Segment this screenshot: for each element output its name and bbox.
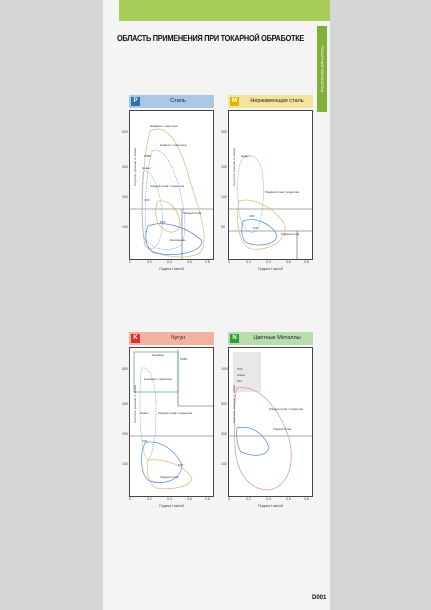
x-axis-label: Подача f мм/об (258, 504, 283, 508)
grade-label: Керамика с покрытием (150, 125, 178, 128)
panel-title: Нержавеющая сталь (250, 98, 304, 104)
y-axis-label: Скорость резания vc м/мин (232, 147, 236, 187)
x-ticks: 0 0.2 0.4 0.6 0.8 (228, 497, 309, 501)
grade-label: Твёрдый сплав с покрытием (265, 191, 300, 194)
application-chart: Кермет Твёрдый сплав с покрытием CVD PVD… (228, 110, 313, 260)
grade-label: Керамика с покрытием (144, 378, 172, 381)
y-axis-label: Скорость резания vc м/мин (133, 147, 137, 187)
x-ticks: 0 0.2 0.4 0.6 0.8 (129, 497, 210, 501)
grade-label: Твёрдый сплав (281, 233, 300, 236)
panel-title: Сталь (170, 98, 186, 104)
material-letter: M (230, 97, 239, 106)
grade-label: Алмаз (237, 374, 245, 377)
grade-label: Твёрдый сплав (183, 212, 202, 215)
grade-label: PVD (160, 221, 166, 224)
page-number: D001 (312, 595, 327, 601)
panel-header: K Чугун (129, 332, 214, 345)
material-letter: N (230, 334, 239, 343)
document-page (103, 0, 330, 610)
grade-label: Кермет (140, 412, 149, 415)
y-tick: 100 (122, 462, 128, 466)
grade-label: PCBN (180, 358, 188, 361)
grade-label: Безпокрытие (170, 239, 186, 242)
y-tick: 500 (122, 130, 128, 134)
x-ticks: 0 0.2 0.4 0.6 0.8 (228, 260, 309, 264)
grade-label: DLC (237, 380, 243, 383)
y-tick: 300 (221, 432, 227, 436)
x-axis-label: Подача f мм/об (159, 267, 184, 271)
grade-label: Керметы с покрытием (160, 144, 187, 147)
application-chart: Керамика PCBN Керамика с покрытием Керме… (129, 347, 214, 497)
section-side-tab[interactable]: ТОКАРНАЯ ОБРАБОТКА (317, 26, 327, 112)
x-axis-label: Подача f мм/об (159, 504, 184, 508)
side-tab-label: ТОКАРНАЯ ОБРАБОТКА (320, 45, 325, 93)
panel-header: P Сталь (129, 95, 214, 108)
grade-label: Твёрдый сплав (273, 428, 292, 431)
grade-label: CVD (144, 199, 150, 202)
panel-header: N Цветные Металлы (228, 332, 313, 345)
y-axis-label: Скорость резания vc м/мин (133, 384, 137, 424)
y-axis-label: Скорость резания vc м/мин (232, 384, 236, 424)
grade-label: CVD (142, 440, 148, 443)
grade-label: PVD (178, 464, 184, 467)
y-tick: 200 (221, 165, 227, 169)
panel-title: Цветные Металлы (253, 335, 301, 341)
application-chart: PCD Алмаз DLC Твёрдый сплав с покрытием … (228, 347, 313, 497)
y-tick: 200 (122, 432, 128, 436)
application-chart: Керамика с покрытием Керметы с покрытием… (129, 110, 214, 260)
y-tick: 50 (221, 225, 225, 229)
page-title: ОБЛАСТЬ ПРИМЕНЕНИЯ ПРИ ТОКАРНОЙ ОБРАБОТК… (117, 33, 305, 43)
material-letter: K (131, 334, 140, 343)
x-ticks: 0 0.2 0.4 0.6 0.8 (129, 260, 210, 264)
panel-title: Чугун (170, 335, 186, 341)
grade-label: Твёрдый сплав (160, 476, 179, 479)
y-tick: 500 (221, 402, 227, 406)
panel-header: M Нержавеющая сталь (228, 95, 313, 108)
y-tick: 200 (122, 195, 128, 199)
grade-label: PCBN (144, 155, 152, 158)
material-letter: P (131, 97, 140, 106)
y-tick: 300 (122, 165, 128, 169)
header-bar (119, 0, 330, 21)
y-tick: 100 (221, 195, 227, 199)
y-tick: 100 (122, 225, 128, 229)
grade-label: PVD (253, 227, 259, 230)
y-tick: 1000 (221, 367, 229, 371)
grade-label: CVD (249, 215, 255, 218)
grade-label: Кермет (142, 167, 151, 170)
y-tick: 300 (221, 130, 227, 134)
grade-label: Кермет (241, 155, 250, 158)
grade-label: Керамика (152, 354, 164, 357)
y-tick: 300 (122, 402, 128, 406)
y-tick: 500 (122, 367, 128, 371)
y-tick: 100 (221, 462, 227, 466)
grade-label: PCD (237, 368, 243, 371)
grade-label: Твёрдый сплав с покрытием (158, 412, 193, 415)
grade-label: Твёрдый сплав с покрытием (269, 408, 304, 411)
x-axis-label: Подача f мм/об (258, 267, 283, 271)
grade-label: Твёрдый сплав с покрытием (150, 185, 185, 188)
